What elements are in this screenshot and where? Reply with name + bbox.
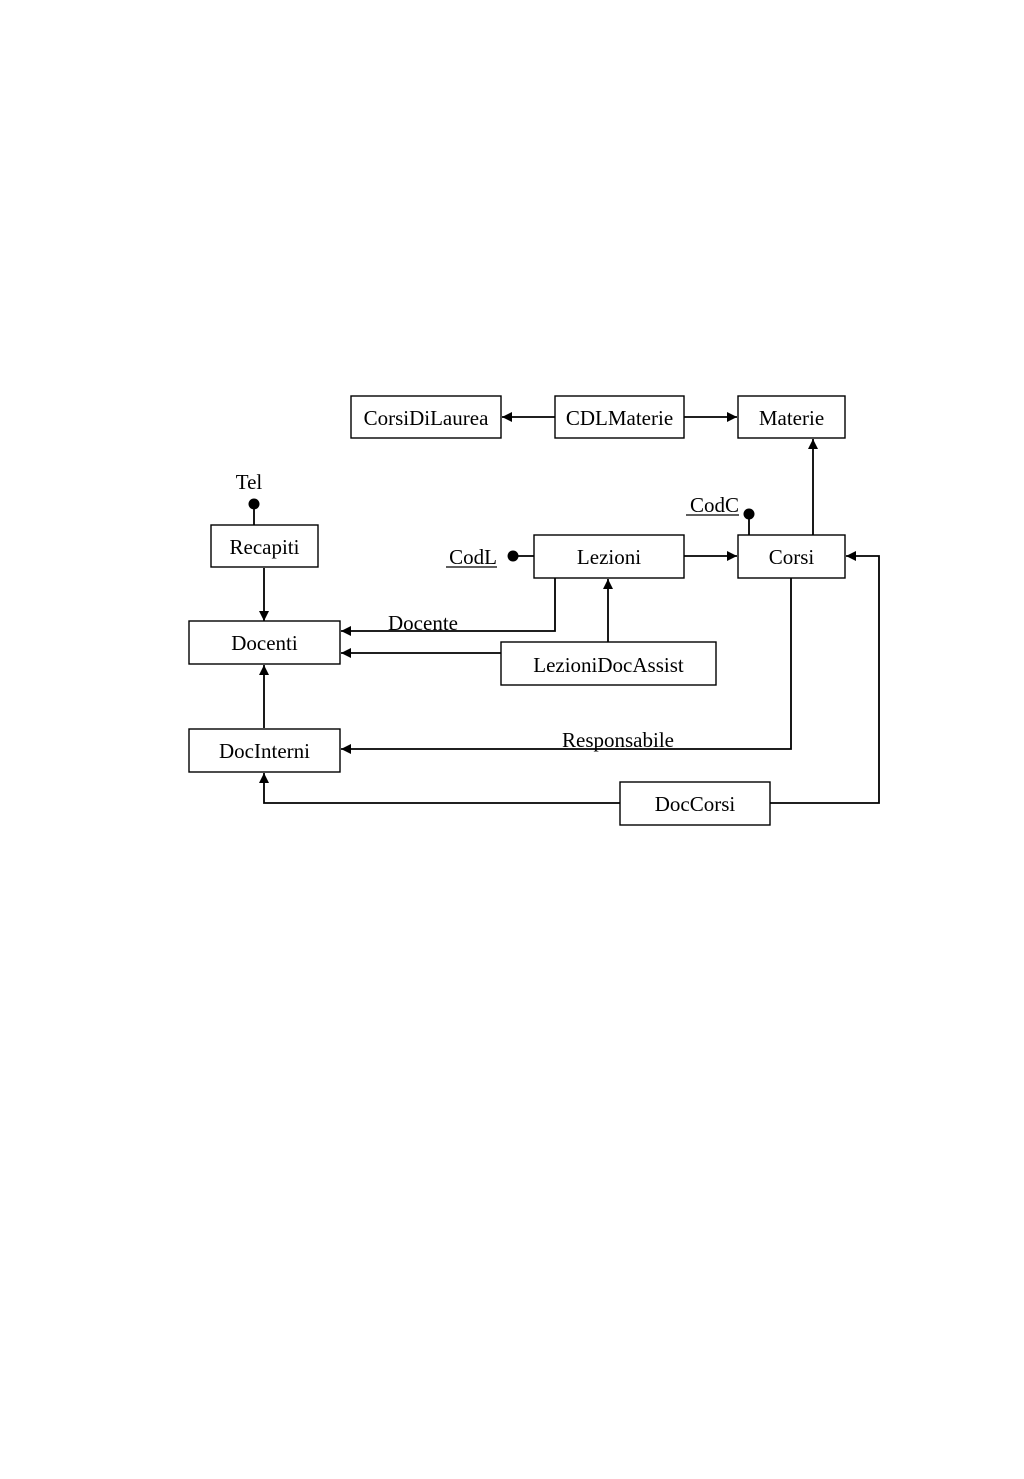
edge-label-docente: Docente [388,611,458,635]
entity-materie: Materie [737,395,846,439]
entity-label: LezioniDocAssist [533,653,684,677]
entity-doc-corsi: DocCorsi [619,781,771,826]
entity-label: DocInterni [219,739,310,763]
attribute-codl: CodL [449,545,497,569]
entity-label: Recapiti [230,535,300,559]
edges [259,412,880,804]
entity-label: Materie [759,406,824,430]
edge-label-responsabile: Responsabile [562,728,674,752]
entity-docenti: Docenti [188,620,341,665]
entity-label: CorsiDiLaurea [364,406,489,430]
entity-label: CDLMaterie [566,406,673,430]
entity-lezioni-doc-assist: LezioniDocAssist [500,641,717,686]
attribute-tel: Tel [236,470,263,494]
entity-label: Lezioni [577,545,641,569]
entity-corsi-di-laurea: CorsiDiLaurea [350,395,502,439]
entity-recapiti: Recapiti [210,524,319,568]
entity-label: Docenti [231,631,298,655]
edge-lezioni-docenti [341,578,556,636]
codl-dot [507,550,519,562]
entity-label: DocCorsi [655,792,736,816]
entity-corsi: Corsi [737,534,846,579]
attribute-codc: CodC [690,493,739,517]
attribute-connectors [248,498,755,562]
tel-dot [248,498,260,510]
entity-lezioni: Lezioni [533,534,685,579]
edge-corsi-docinterni [341,578,792,754]
edge-doccorsi-corsi [770,551,880,804]
entity-label: Corsi [769,545,815,569]
entity-cdl-materie: CDLMaterie [554,395,685,439]
codc-dot [743,508,755,520]
entity-doc-interni: DocInterni [188,728,341,773]
edge-doccorsi-docinterni [259,773,620,804]
